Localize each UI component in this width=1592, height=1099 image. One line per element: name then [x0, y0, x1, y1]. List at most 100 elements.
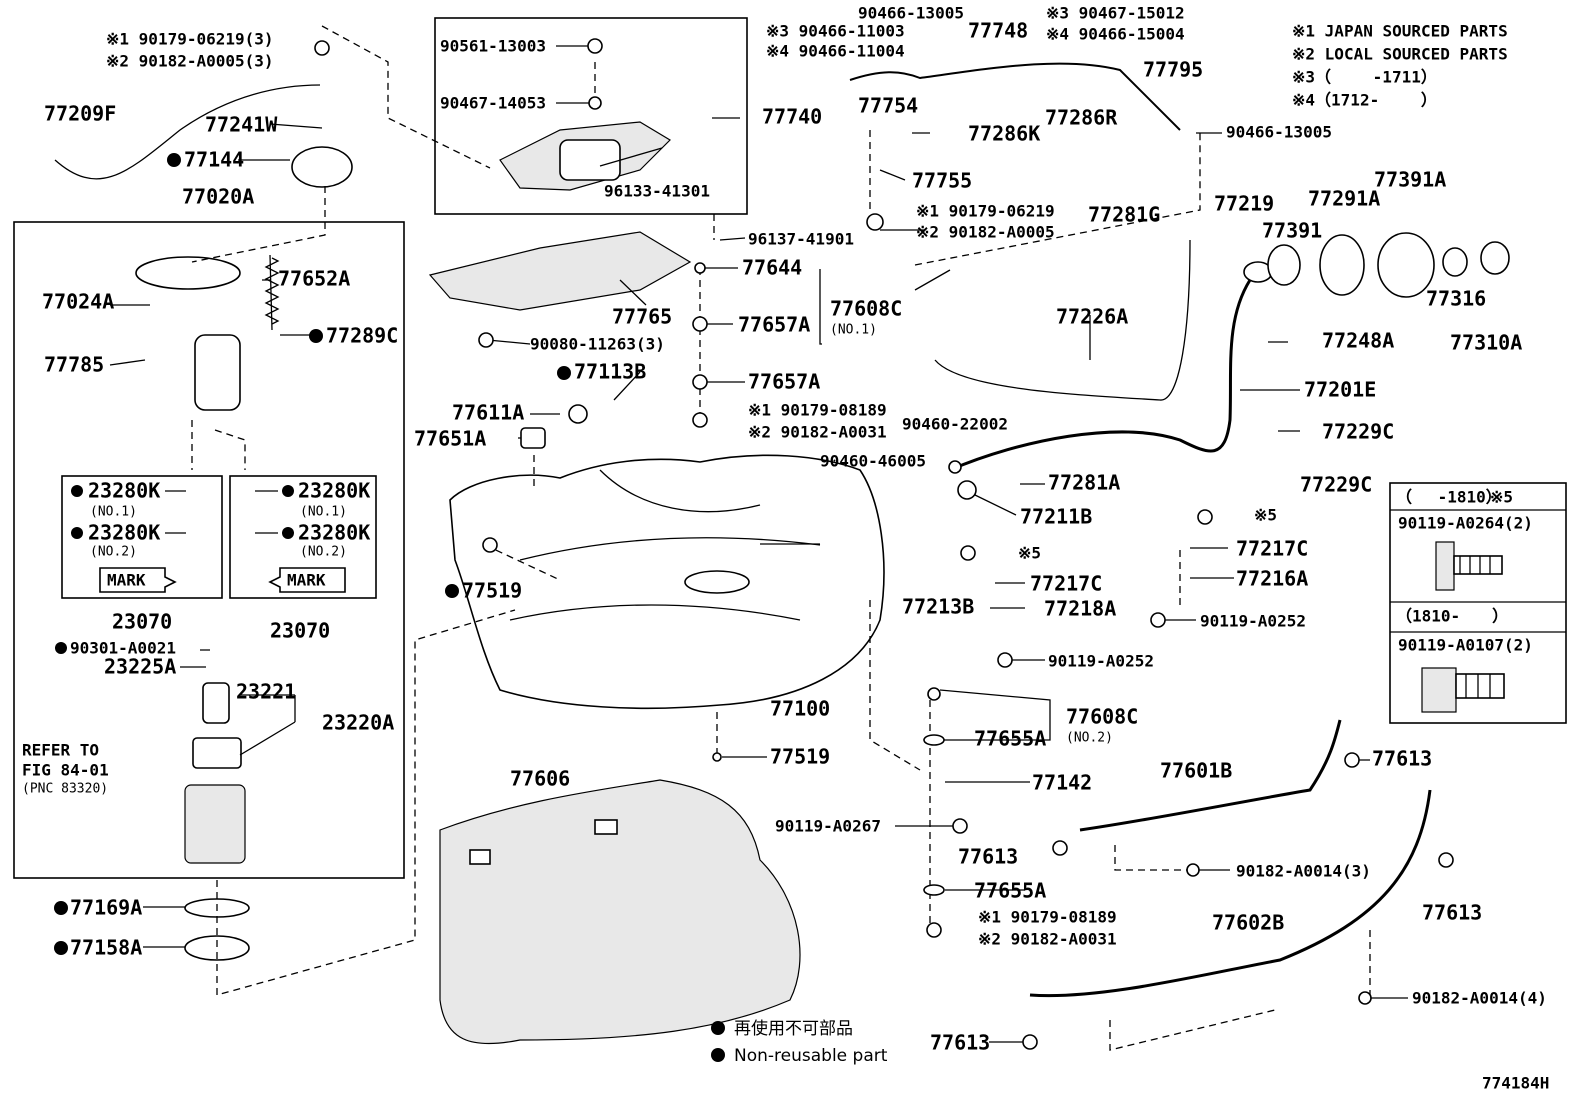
- label-s5b: ※5: [1018, 544, 1041, 563]
- legend-nonreuse-en: Non-reusable part: [734, 1046, 888, 1066]
- label-77100: 77100: [770, 697, 830, 721]
- label-77655A-2: 77655A: [974, 879, 1046, 903]
- refer-line1: REFER TO: [22, 741, 99, 760]
- label-77144: 77144: [184, 148, 244, 172]
- note5-r1-range: （ -1810）: [1396, 488, 1502, 507]
- label-23280K-1-no: (NO.1): [90, 505, 137, 520]
- label-77391: 77391: [1262, 219, 1322, 243]
- note5-title: ※5: [1490, 488, 1513, 507]
- label-77286K: 77286K: [968, 122, 1040, 146]
- label-77613-c: 77613: [1422, 901, 1482, 925]
- tank-cover: [439, 779, 801, 1045]
- label-s2b: ※2 90182-A0031: [748, 423, 887, 442]
- nonreusable-dot: [557, 366, 571, 380]
- label-s5a: ※5: [1254, 506, 1277, 525]
- label-77795: 77795: [1143, 58, 1203, 82]
- label-77748: 77748: [968, 19, 1028, 43]
- label-77248A: 77248A: [1322, 329, 1394, 353]
- fuel-tank: [449, 454, 885, 710]
- label-90080: 90080-11263(3): [530, 335, 665, 354]
- pump-23221: [202, 682, 230, 724]
- vapor-line: [849, 62, 1181, 131]
- label-90119-A0252-b: 90119-A0252: [1048, 652, 1154, 671]
- label-77158A: 77158A: [70, 936, 142, 960]
- label-77286R: 77286R: [1045, 106, 1118, 130]
- note5-r2-range: （1810- ）: [1396, 607, 1508, 626]
- label-s4b: ※4 90466-15004: [1046, 25, 1185, 44]
- heat-insulator: [428, 231, 692, 311]
- label-23280K-3: 23280K: [298, 479, 370, 503]
- label-77209F: 77209F: [44, 102, 116, 126]
- cap-77391A: [1377, 232, 1435, 298]
- label-77519-b: 77519: [770, 745, 830, 769]
- label-96137: 96137-41901: [748, 230, 854, 249]
- label-77229C-2: 77229C: [1300, 473, 1372, 497]
- label-23280K-3-no: (NO.1): [300, 505, 347, 520]
- lock-ring-77144: [291, 146, 353, 188]
- label-77226A: 77226A: [1056, 305, 1128, 329]
- label-77740: 77740: [762, 105, 822, 129]
- label-s2a: ※2 90182-A0005(3): [106, 52, 274, 71]
- nonreusable-dot: [711, 1021, 725, 1035]
- label-23280K-1: 23280K: [88, 479, 160, 503]
- label-77391A: 77391A: [1374, 168, 1446, 192]
- nonreusable-dot: [54, 901, 68, 915]
- note5-r1-part: 90119-A0264(2): [1398, 514, 1533, 533]
- filler-pipe: [949, 279, 1252, 472]
- label-77651A: 77651A: [414, 427, 486, 451]
- note5-bolt-1: [1435, 541, 1503, 591]
- label-77113B: 77113B: [574, 360, 646, 384]
- mark-tag-2: [268, 567, 346, 593]
- label-77613-d: 77613: [930, 1031, 990, 1055]
- label-s1b: ※1 90179-08189: [748, 401, 887, 420]
- label-90182-A0014-a: 90182-A0014(3): [1236, 862, 1371, 881]
- label-77289C: 77289C: [326, 324, 398, 348]
- label-77754: 77754: [858, 94, 918, 118]
- nonreusable-dot: [282, 527, 294, 539]
- label-23280K-4: 23280K: [298, 521, 370, 545]
- label-77613-a: 77613: [958, 845, 1018, 869]
- label-77601B: 77601B: [1160, 759, 1232, 783]
- label-77602B: 77602B: [1212, 911, 1284, 935]
- breather-tube: [914, 239, 1191, 401]
- label-77169A: 77169A: [70, 896, 142, 920]
- label-23070-a: 23070: [112, 610, 172, 634]
- label-mark-1: MARK: [107, 571, 146, 590]
- note5-r2-part: 90119-A0107(2): [1398, 636, 1533, 655]
- label-77291A: 77291A: [1308, 187, 1380, 211]
- fuel-pump-assembly-box: [13, 221, 405, 879]
- label-77519-a: 77519: [462, 579, 522, 603]
- cap-77291A: [1319, 234, 1365, 296]
- label-90301: 90301-A0021: [70, 639, 176, 658]
- label-77211B: 77211B: [1020, 505, 1092, 529]
- label-77657A-2: 77657A: [748, 370, 820, 394]
- label-77024A: 77024A: [42, 290, 114, 314]
- label-s1d: ※1 90179-08189: [978, 908, 1117, 927]
- label-90466-13005-a: 90466-13005: [858, 4, 964, 23]
- legend-nonreuse-jp: 再使用不可部品: [734, 1018, 853, 1039]
- refer-line2: FIG 84-01: [22, 761, 109, 780]
- label-77229C-1: 77229C: [1322, 420, 1394, 444]
- label-23280K-2-no: (NO.2): [90, 545, 137, 560]
- label-77281A: 77281A: [1048, 471, 1120, 495]
- label-77020A: 77020A: [182, 185, 254, 209]
- label-77608C-2-no: (NO.2): [1066, 731, 1113, 746]
- mark-tag-1: [99, 567, 177, 593]
- label-77218A: 77218A: [1044, 597, 1116, 621]
- nonreusable-dot: [55, 642, 67, 654]
- pump-flange: [135, 256, 241, 290]
- label-90460-22002: 90460-22002: [902, 415, 1008, 434]
- bolts: [314, 38, 1454, 1050]
- label-77316: 77316: [1426, 287, 1486, 311]
- nonreusable-dot: [445, 584, 459, 598]
- label-77201E: 77201E: [1304, 378, 1376, 402]
- label-mark-2: MARK: [287, 571, 326, 590]
- label-s2c: ※2 90182-A0005: [916, 223, 1055, 242]
- nonreusable-dot: [711, 1048, 725, 1062]
- nonreusable-dot: [71, 485, 83, 497]
- label-s1c: ※1 90179-06219: [916, 202, 1055, 221]
- label-77655A-1: 77655A: [974, 727, 1046, 751]
- label-77219: 77219: [1214, 192, 1274, 216]
- legend-l4: ※4（1712- ）: [1292, 91, 1437, 110]
